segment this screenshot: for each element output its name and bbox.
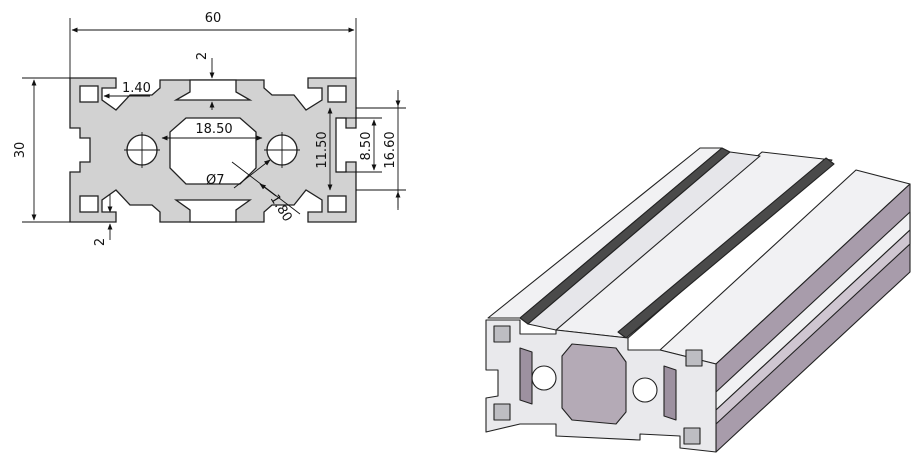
dim-hole-diameter: Ø7 <box>206 173 225 188</box>
iso-inner-shade <box>663 365 677 421</box>
dim-slot-depth-top: 2 <box>195 52 210 60</box>
cross-section-view: 60 30 2 2 1.40 18.50 Ø7 1.80 11.50 <box>13 11 406 246</box>
dim-wall: 1.40 <box>122 81 151 96</box>
iso-corner-cavity <box>685 349 703 367</box>
center-cavity <box>169 117 257 185</box>
dim-slot-outer: 16.60 <box>383 131 398 168</box>
isometric-view <box>485 147 911 453</box>
iso-center-cavity <box>561 343 627 425</box>
bottom-slot <box>173 199 253 223</box>
iso-slot <box>617 157 835 339</box>
dim-slot-inner: 11.50 <box>315 131 330 168</box>
corner-cavity <box>79 195 99 213</box>
iso-corner-cavity <box>493 325 511 343</box>
dim-width: 60 <box>205 11 222 26</box>
corner-cavity <box>327 85 347 103</box>
iso-corner-cavity <box>493 403 511 421</box>
dim-height: 30 <box>13 142 28 159</box>
iso-slot-wall <box>527 151 761 331</box>
iso-hole-left <box>531 365 557 391</box>
top-slot <box>173 79 253 101</box>
dim-slot-depth-bottom: 2 <box>93 238 108 246</box>
iso-hole-right <box>632 377 658 403</box>
iso-inner-shade <box>519 347 533 405</box>
corner-cavity <box>79 85 99 103</box>
dim-slot-opening: 8.50 <box>359 132 374 161</box>
corner-cavity <box>327 195 347 213</box>
iso-corner-cavity <box>683 427 701 445</box>
dim-hole-pitch: 18.50 <box>195 122 232 137</box>
